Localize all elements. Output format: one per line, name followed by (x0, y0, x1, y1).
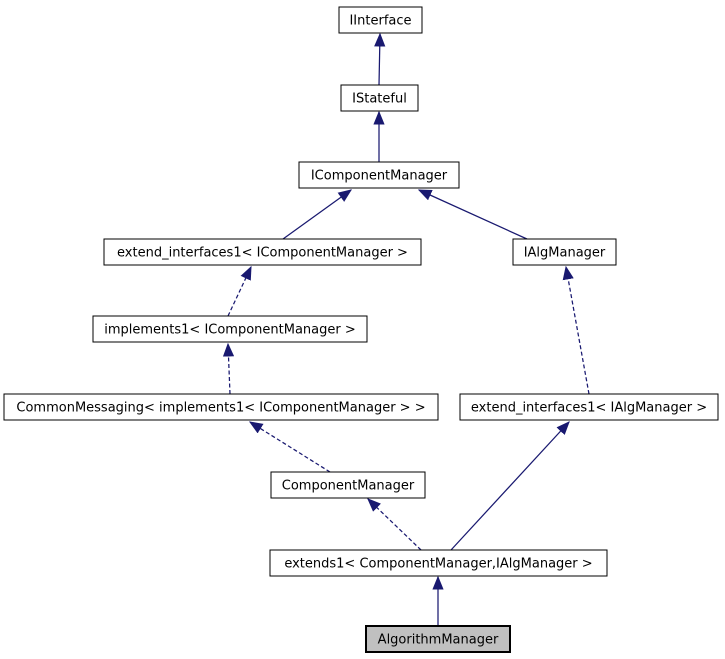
class-node-componentmanager[interactable]: ComponentManager (270, 471, 426, 499)
class-label: extend_interfaces1< IComponentManager > (117, 246, 408, 261)
class-box (270, 471, 426, 499)
class-node-extend-interfaces1-icomponentmanager[interactable]: extend_interfaces1< IComponentManager > (103, 238, 422, 266)
class-box (512, 238, 617, 266)
class-label: extend_interfaces1< IAlgManager > (471, 401, 707, 416)
class-box (338, 6, 423, 34)
class-label: CommonMessaging< implements1< IComponent… (16, 401, 425, 416)
class-box-highlighted (365, 625, 511, 653)
class-label: IComponentManager (311, 169, 448, 184)
class-node-iinterface[interactable]: IInterface (338, 6, 423, 34)
edge-commonmessaging-to-implements1 (222, 342, 235, 395)
edge-implements1-to-extend-interfaces1-icm (227, 265, 252, 317)
class-node-icomponentmanager[interactable]: IComponentManager (298, 161, 460, 189)
class-label: AlgorithmManager (378, 633, 499, 648)
class-label: IStateful (352, 92, 407, 107)
class-box (340, 84, 419, 112)
class-box (103, 238, 422, 266)
class-box (459, 393, 719, 421)
class-box (3, 393, 439, 421)
class-label: implements1< IComponentManager > (104, 323, 356, 338)
class-node-implements1-icomponentmanager[interactable]: implements1< IComponentManager > (92, 315, 368, 343)
class-node-algorithmmanager-current: AlgorithmManager (365, 625, 511, 653)
class-label: IInterface (349, 14, 411, 29)
class-label: extends1< ComponentManager,IAlgManager > (284, 557, 592, 572)
edge-extend-interfaces1-icm-to-icomponentmanager (282, 189, 353, 240)
class-node-extends1[interactable]: extends1< ComponentManager,IAlgManager > (269, 549, 608, 577)
class-label: ComponentManager (282, 479, 415, 494)
edge-extends1-to-extend-interfaces1-iam (450, 421, 570, 551)
class-node-extend-interfaces1-ialgmanager[interactable]: extend_interfaces1< IAlgManager > (459, 393, 719, 421)
edge-ialgmanager-to-icomponentmanager (417, 189, 528, 240)
edge-extend-interfaces1-iam-to-ialgmanager (562, 265, 590, 395)
edge-componentmanager-to-commonmessaging (248, 421, 331, 473)
edge-extends1-to-componentmanager (367, 498, 422, 551)
class-node-commonmessaging[interactable]: CommonMessaging< implements1< IComponent… (3, 393, 439, 421)
class-box (298, 161, 460, 189)
class-node-ialgmanager[interactable]: IAlgManager (512, 238, 617, 266)
class-label: IAlgManager (524, 246, 606, 261)
class-box (269, 549, 608, 577)
edge-istateful-to-iinterface (374, 32, 386, 86)
class-node-istateful[interactable]: IStateful (340, 84, 419, 112)
class-box (92, 315, 368, 343)
